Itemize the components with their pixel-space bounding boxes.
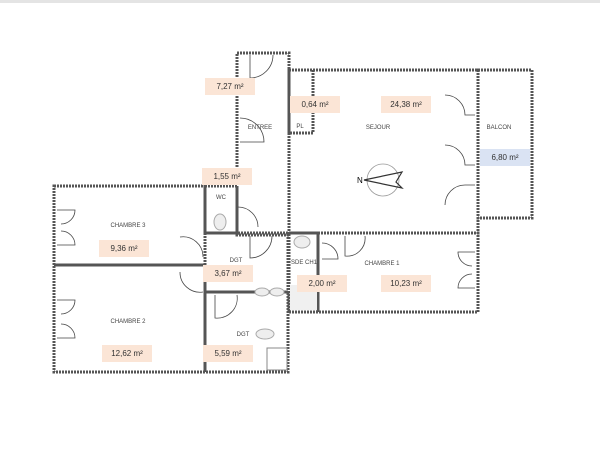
door-chambre3 [179,236,204,258]
compass-north-label: N [357,176,363,185]
window-chambre2-2 [57,323,76,339]
window-chambre2-1 [57,299,76,315]
door-entree-inner [239,117,265,143]
room-name-entree: ENTREE [247,125,273,131]
door-dgt2 [214,294,238,319]
page-top-border [0,0,600,3]
door-chambre1 [344,235,366,257]
room-name-dgt1: DGT [229,258,243,264]
wall-chambre1 [316,231,480,314]
washing-machine-icon [255,328,275,340]
wall-chambre2 [52,263,207,374]
wall-dgt2 [203,290,290,374]
door-sde [321,242,339,260]
area-label-dgt2: 5,59 m² [203,345,253,362]
window-chambre3-1 [57,209,76,225]
wall-balcon [476,68,534,220]
room-name-balcon: BALCON [486,125,512,131]
room-name-chambre3: CHAMBRE 3 [110,223,146,229]
area-label-pl: 0,64 m² [290,96,340,113]
area-label-balcon: 6,80 m² [480,149,530,166]
window-chambre1-2 [457,273,475,289]
wall-sejour [287,68,480,235]
cupboard [266,347,288,371]
toilet-icon [213,213,227,231]
door-wc [237,206,259,228]
area-label-sde: 2,00 m² [297,275,347,292]
window-chambre1-1 [457,251,475,267]
door-balcon-3 [444,184,475,206]
door-dgt [249,235,273,259]
area-label-entree: 7,27 m² [205,78,255,95]
area-label-chambre2: 12,62 m² [102,345,152,362]
area-label-dgt1: 3,67 m² [203,265,253,282]
room-name-wc: WC [216,195,226,201]
room-name-sde: SDE CH1 [290,260,318,266]
door-entrance [249,54,274,79]
area-label-sejour: 24,38 m² [381,96,431,113]
sink-icon [254,287,270,297]
door-balcon-2 [444,144,475,166]
room-name-chambre1: CHAMBRE 1 [364,261,400,267]
room-name-dgt2: DGT [236,332,250,338]
wall-dgt1 [203,231,290,294]
compass-icon [363,163,404,197]
room-name-chambre2: CHAMBRE 2 [110,319,146,325]
sink-icon [293,235,311,249]
area-label-chambre1: 10,23 m² [381,275,431,292]
room-name-pl: PL [296,124,304,130]
window-chambre3-2 [57,230,76,246]
area-label-wc: 1,55 m² [202,168,252,185]
room-name-sejour: SEJOUR [365,125,391,131]
door-chambre2 [179,271,204,293]
sink-icon [269,287,285,297]
door-balcon-1 [444,94,475,116]
area-label-chambre3: 9,36 m² [99,240,149,257]
